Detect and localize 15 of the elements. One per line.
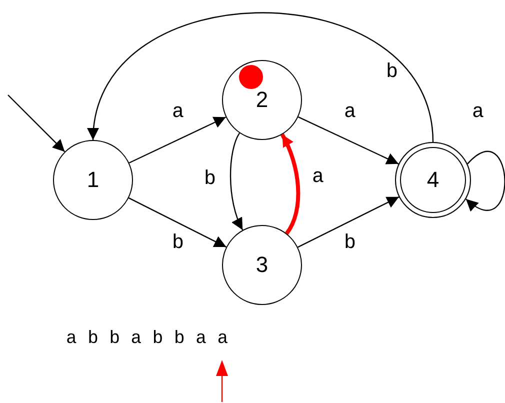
transition-arrow (298, 196, 400, 248)
state-label: 4 (426, 169, 440, 191)
transition-arrow (89, 12, 434, 142)
input-string: a b b a b b a a (66, 330, 228, 348)
state-label: 3 (256, 254, 268, 276)
transition-arrow (8, 94, 66, 152)
state-label: 1 (86, 169, 100, 191)
transition-arrow (230, 132, 244, 230)
transition-arrow (128, 197, 227, 248)
transition-arrow (280, 134, 300, 235)
state-label: 2 (256, 89, 268, 111)
transition-arrow (128, 116, 226, 164)
transition-arrow (466, 150, 505, 211)
state-circle (53, 140, 133, 220)
transition-arrow (298, 116, 399, 164)
